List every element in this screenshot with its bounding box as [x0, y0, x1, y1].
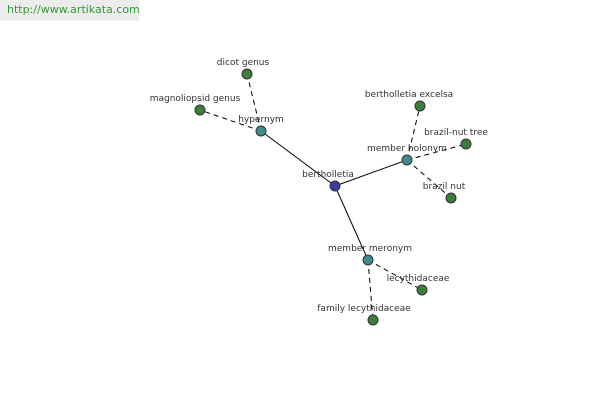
node-term-brazil-nut[interactable] [445, 192, 457, 204]
node-label-dicot-genus[interactable]: dicot genus [217, 58, 270, 68]
site-link-box: http://www.artikata.com [0, 0, 139, 21]
edge-center-to-hypernym [260, 130, 336, 187]
edge-center-to-member-holonym [334, 159, 408, 187]
site-link[interactable]: http://www.artikata.com [7, 3, 139, 16]
node-label-center[interactable]: bertholletia [302, 170, 354, 180]
node-label-family-lecythidaceae[interactable]: family lecythidaceae [317, 304, 411, 314]
edge-hypernym-to-dicot-genus [246, 73, 262, 132]
node-label-lecythidaceae[interactable]: lecythidaceae [387, 274, 450, 284]
node-label-member-holonym[interactable]: member holonym [367, 144, 447, 154]
nodes-layer [194, 68, 472, 326]
node-term-brazil-nut-tree[interactable] [460, 138, 472, 150]
node-label-bertholletia-excelsa[interactable]: bertholletia excelsa [365, 90, 453, 100]
node-center[interactable] [329, 180, 341, 192]
node-label-hypernym[interactable]: hypernym [238, 115, 284, 125]
node-label-member-meronym[interactable]: member meronym [328, 244, 412, 254]
node-label-brazil-nut-tree[interactable]: brazil-nut tree [424, 128, 488, 138]
edge-member-meronym-to-lecythidaceae [367, 259, 423, 291]
node-relation-hypernym[interactable] [255, 125, 267, 137]
node-term-lecythidaceae[interactable] [416, 284, 428, 296]
edge-member-holonym-to-bertholletia-excelsa [406, 105, 421, 161]
node-relation-member-meronym[interactable] [362, 254, 374, 266]
node-term-family-lecythidaceae[interactable] [367, 314, 379, 326]
node-term-dicot-genus[interactable] [241, 68, 253, 80]
edge-center-to-member-meronym [334, 185, 369, 261]
node-relation-member-holonym[interactable] [401, 154, 413, 166]
edge-member-holonym-to-brazil-nut [406, 159, 452, 199]
node-label-magnoliopsid-genus[interactable]: magnoliopsid genus [150, 94, 241, 104]
edge-member-holonym-to-brazil-nut-tree [406, 143, 467, 161]
edges-layer [199, 73, 467, 321]
edge-member-meronym-to-family-lecythidaceae [367, 259, 374, 321]
labels-layer: bertholletia hypernym dicot genus magnoliop… [150, 58, 489, 314]
edge-hypernym-to-magnoliopsid-genus [199, 109, 262, 132]
node-term-magnoliopsid-genus[interactable] [194, 104, 206, 116]
node-label-brazil-nut[interactable]: brazil nut [423, 182, 466, 192]
node-term-bertholletia-excelsa[interactable] [414, 100, 426, 112]
